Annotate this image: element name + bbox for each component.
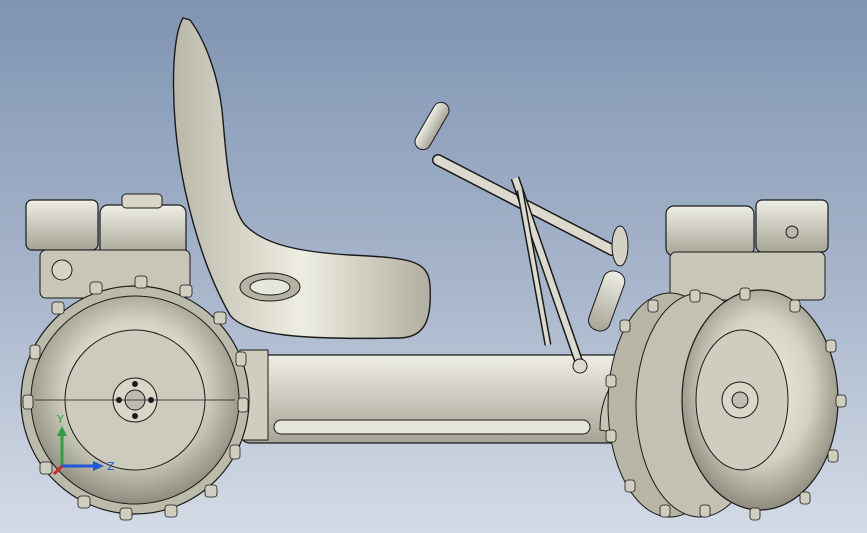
front-engine[interactable]: [665, 199, 829, 301]
y-axis-label: Y: [56, 413, 64, 426]
y-axis-arrowhead: [57, 426, 67, 436]
rear-wheel[interactable]: [20, 285, 250, 515]
x-axis-arrow: [52, 464, 64, 476]
z-axis-arrowhead: [93, 461, 104, 471]
steering-assembly[interactable]: [412, 99, 629, 374]
frame-rail[interactable]: [239, 349, 661, 444]
front-wheels[interactable]: [607, 289, 839, 518]
z-axis-label: Z: [107, 460, 115, 473]
rear-engine[interactable]: [25, 193, 191, 299]
seat[interactable]: [172, 17, 432, 340]
tread-blocks: [22, 275, 847, 521]
coordinate-triad: Y Z: [52, 413, 115, 476]
